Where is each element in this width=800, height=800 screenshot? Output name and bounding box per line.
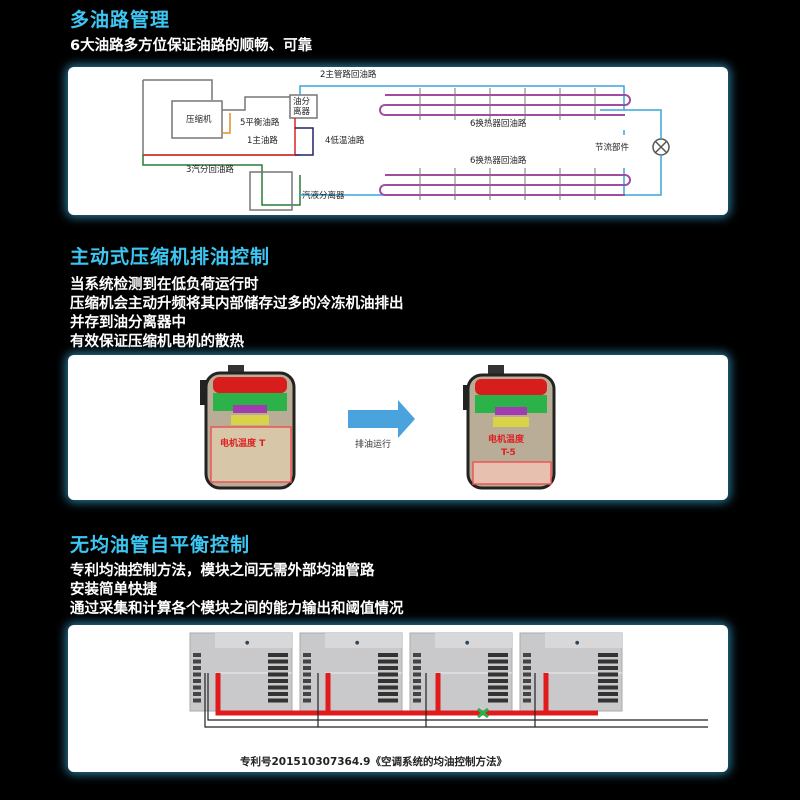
outdoor-units-illustration: ● ● ● ● 专利号201510307364.9《空调系统的均油控制方法》 [68, 625, 728, 772]
section1-title: 多油路管理 [70, 9, 171, 31]
section2-line: 有效保证压缩机电机的散热 [70, 334, 244, 350]
label-hx-bottom: 6换热器回油路 [470, 155, 527, 166]
svg-text:●: ● [245, 640, 250, 646]
compressor-before-image: 电机温度 T [200, 365, 296, 490]
label-main: 1主油路 [247, 135, 278, 146]
label-balance: 5平衡油路 [240, 117, 280, 128]
label-compressor: 压缩机 [186, 114, 212, 125]
section3-line: 通过采集和计算各个模块之间的能力输出和阈值情况 [70, 601, 404, 617]
arrow-icon: 排油运行 [348, 400, 415, 450]
compressor-after-image: 电机温度 T-5 [463, 365, 556, 490]
section3-line: 安装简单快捷 [70, 582, 157, 598]
label-throttle: 节流部件 [595, 142, 630, 153]
label-separator-2: 离器 [293, 106, 311, 117]
patent-caption: 专利号201510307364.9《空调系统的均油控制方法》 [240, 755, 507, 768]
valve-icon [477, 707, 489, 719]
section2-title: 主动式压缩机排油控制 [70, 246, 271, 268]
svg-text:●: ● [575, 640, 580, 646]
label-vapor: 3汽分回油路 [186, 164, 234, 175]
section3-line: 专利均油控制方法，模块之间无需外部均油管路 [70, 563, 375, 579]
section2-line: 并存到油分离器中 [70, 315, 186, 331]
label-hx-top: 6换热器回油路 [470, 118, 527, 129]
label-before-temp: 电机温度 T [220, 437, 266, 449]
outdoor-unit: ● [519, 632, 623, 712]
label-separator-1: 油分 [293, 96, 311, 107]
section1-desc: 6大油路多方位保证油路的顺畅、可靠 [70, 38, 313, 54]
label-gasliquid: 汽液分离器 [302, 190, 345, 201]
section2-line: 当系统检测到在低负荷运行时 [70, 277, 259, 293]
compressor-comparison: 电机温度 T 排油运行 电机温度 T-5 [68, 355, 728, 500]
label-after-temp: 电机温度 [488, 433, 525, 445]
section3-title: 无均油管自平衡控制 [70, 534, 251, 556]
label-lowtemp: 4低温油路 [325, 135, 365, 146]
label-arrow: 排油运行 [355, 438, 391, 450]
section2-line: 压缩机会主动升频将其内部储存过多的冷冻机油排出 [70, 296, 404, 312]
svg-text:●: ● [355, 640, 360, 646]
svg-text:●: ● [465, 640, 470, 646]
label-after-temp-value: T-5 [501, 448, 516, 458]
outdoor-unit: ● [409, 632, 513, 712]
label-mainpipe: 2主管路回油路 [320, 69, 377, 80]
oil-circuit-diagram: 压缩机 油分 离器 5平衡油路 1主油路 4低温油路 2主管路回油路 6换热器回… [68, 67, 728, 215]
outdoor-unit: ● [299, 632, 403, 712]
